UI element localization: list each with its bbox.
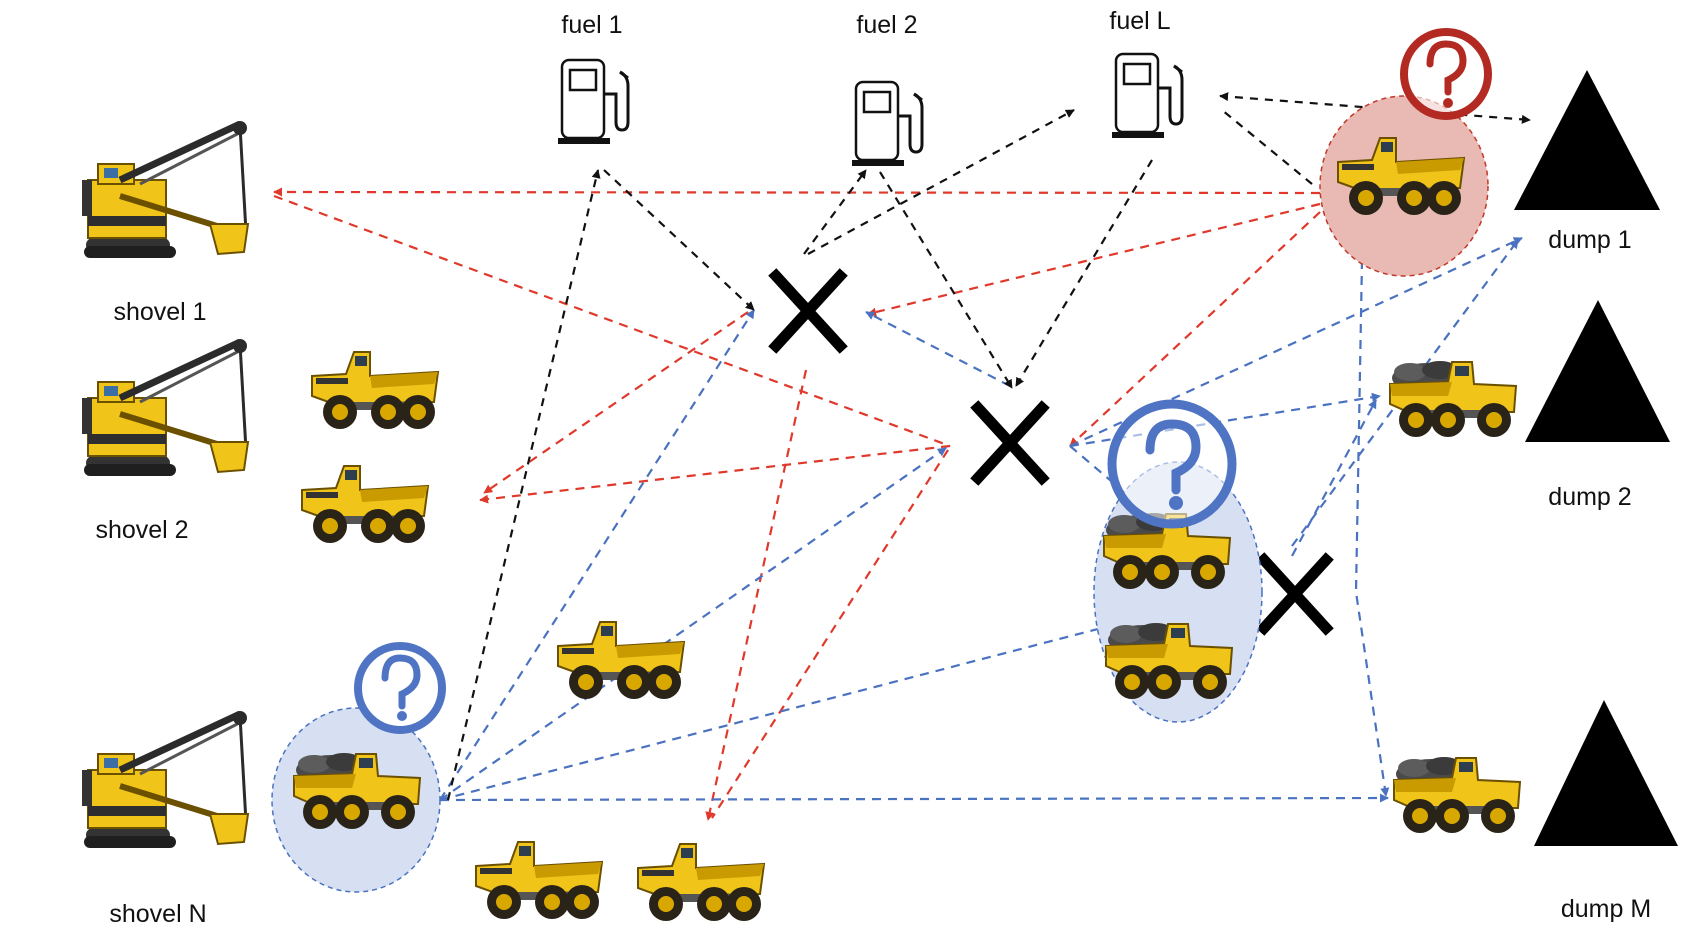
haul-truck-icon-shovel2-b [301, 465, 429, 544]
loaded-haul-truck-icon-dump2 [1389, 360, 1517, 438]
dump-M-triangle-icon [1534, 700, 1678, 846]
route-shovel1-intersection2 [273, 194, 951, 448]
route-fuel2-intersection2 [879, 171, 1013, 389]
fuel-1-label: fuel 1 [561, 11, 622, 39]
shovel-1-excavator-icon [82, 121, 248, 258]
intersection-1-x-icon [768, 268, 848, 354]
shovel-2-excavator-icon [82, 339, 248, 476]
haul-truck-icon-bottom-a [475, 841, 603, 920]
haul-truck-icon-bottom-b [637, 843, 765, 922]
shovel-2-label: shovel 2 [95, 516, 188, 544]
dump-2-label: dump 2 [1548, 483, 1631, 511]
route-shovelN-fuel1 [446, 169, 601, 801]
question-mark-icon-blue-queue [1107, 399, 1237, 529]
route-intersection3-dump2 [1291, 399, 1377, 557]
haul-truck-icon-shovel2-a [311, 351, 439, 430]
route-intersection1-shovel2 [483, 311, 749, 494]
route-truck-intersection1 [867, 202, 1321, 317]
route-fuel1-intersection1 [603, 169, 755, 311]
route-shovelN-intersection2 [439, 447, 947, 801]
intersection-3-x-icon [1256, 552, 1334, 636]
route-shovelN-dumpM [439, 793, 1389, 803]
question-mark-icon-red [1400, 28, 1492, 120]
fuel-2-label: fuel 2 [856, 11, 917, 39]
shovel-N-excavator-icon [82, 711, 248, 848]
route-intersection2-bottom [711, 449, 949, 819]
dump-1-triangle-icon [1514, 70, 1660, 210]
haul-truck-icon-middle [557, 621, 685, 700]
dump-2-triangle-icon [1525, 300, 1670, 442]
loaded-haul-truck-icon-dumpM [1393, 756, 1521, 834]
route-intersection2-intersection1 [865, 311, 1011, 387]
red-routes [273, 187, 1321, 821]
blue-routes [439, 237, 1523, 803]
fuel-L-pump-icon [1110, 52, 1184, 140]
intersection-2-x-icon [970, 400, 1050, 486]
shovel-N-label: shovel N [109, 900, 206, 928]
route-shovelN-intersection1 [439, 309, 755, 801]
route-dump1-shovel1 [273, 187, 1321, 197]
route-truck-fuelL [1221, 109, 1313, 185]
fuel-1-pump-icon [556, 58, 630, 146]
shovel-1-label: shovel 1 [113, 298, 206, 326]
black-routes [446, 92, 1531, 801]
route-intersection1-bottom [705, 369, 808, 821]
fuel-L-label: fuel L [1109, 7, 1170, 35]
route-intersection2-shovel2 [479, 444, 951, 504]
fuel-2-pump-icon [850, 80, 924, 168]
dump-1-label: dump 1 [1548, 226, 1631, 254]
dump-M-label: dump M [1561, 895, 1651, 923]
question-mark-icon-blue-shovelN [354, 642, 446, 734]
route-intersection1-fuel2 [803, 169, 867, 255]
route-intersection3-dumpM [1354, 259, 1390, 797]
route-intersection1-fuelL [807, 109, 1075, 255]
